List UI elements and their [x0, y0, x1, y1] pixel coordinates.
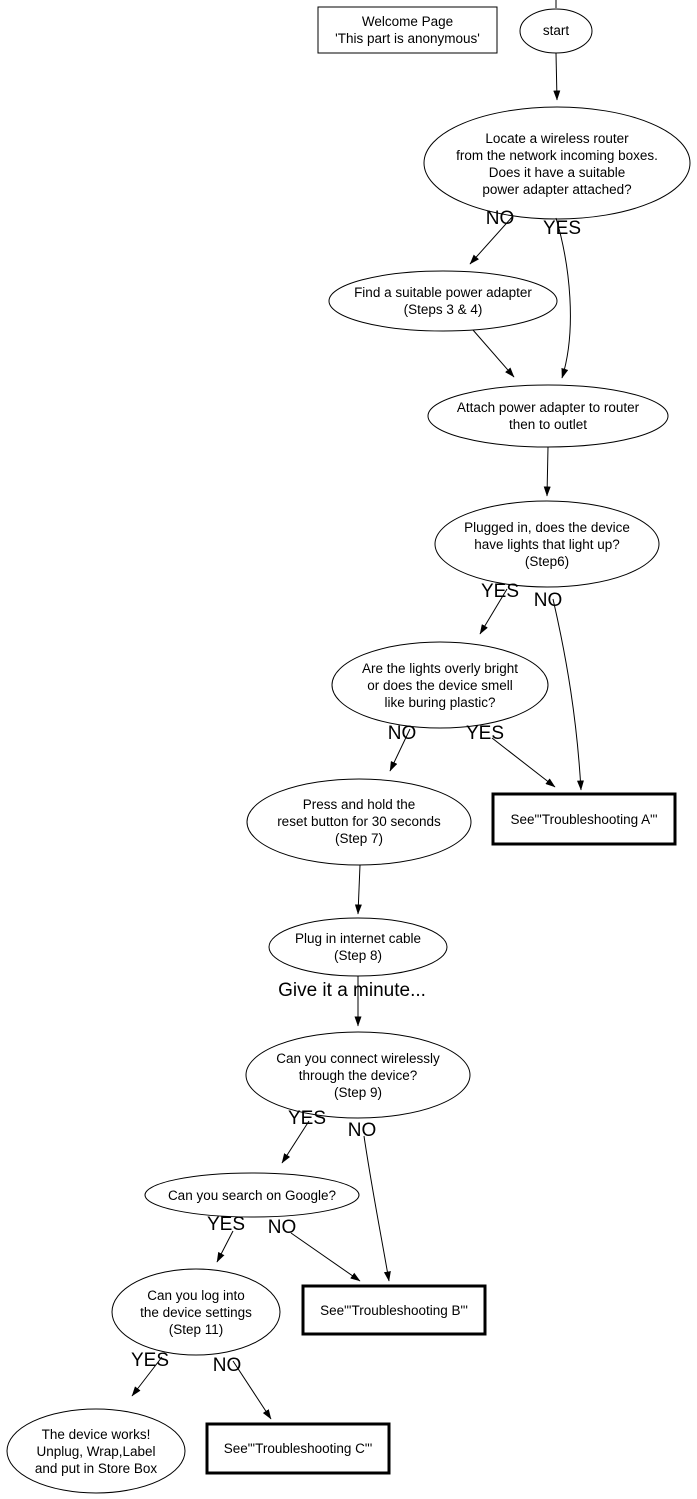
edge-connect-no-to-troubleshooting-b [363, 1135, 391, 1282]
overly-bright-node-shape [331, 641, 549, 729]
edge-label-lights-yes: YES [465, 723, 505, 744]
login-settings-node-shape [111, 1268, 281, 1356]
edge-label-login-yes: YES [130, 1350, 170, 1371]
edge-plugged-no-to-troubleshooting-a [552, 598, 584, 791]
welcome-box-label: Welcome Page 'This part is anonymous' [335, 14, 480, 46]
edge-google-yes-to-login [216, 1230, 234, 1263]
edge-label-connect-no: NO [347, 1120, 377, 1141]
overly-bright-node-label: Are the lights overly bright or does the… [361, 661, 519, 710]
edge-label-google-no: NO [267, 1217, 297, 1238]
connect-wirelessly-node-label: Can you connect wirelessly through the d… [276, 1051, 440, 1100]
troubleshooting-b-box-label: See"'Troubleshooting B"' [320, 1303, 468, 1318]
edge-label-locate-no: NO [485, 208, 515, 229]
login-settings-node-label: Can you log into the device settings (St… [140, 1288, 252, 1337]
plug-cable-node-label: Plug in internet cable (Step 8) [294, 931, 422, 963]
edge-login-no-to-troubleshooting-c [232, 1360, 272, 1420]
edge-label-plugged-yes: YES [480, 581, 520, 602]
search-google-node-label: Can you search on Google? [167, 1188, 337, 1203]
reset-button-node-label: Press and hold the reset button for 30 s… [277, 797, 441, 846]
edge-locate-no-to-find [469, 215, 514, 265]
troubleshooting-a-box-label: See"'Troubleshooting A"' [510, 812, 658, 827]
edge-start-to-locate [553, 52, 561, 101]
device-works-node-shape [6, 1408, 186, 1494]
troubleshooting-b-box-shape [301, 1284, 487, 1336]
edge-label-login-no: NO [212, 1355, 242, 1376]
edge-label-connect-yes: YES [287, 1108, 327, 1129]
edge-lights-no-to-reset [389, 728, 411, 772]
edge-find-to-attach [472, 329, 515, 378]
edge-reset-to-plug-cable [354, 864, 362, 915]
start-node-label: start [542, 23, 570, 38]
edge-lights-yes-to-troubleshooting-a [491, 737, 556, 788]
edge-label-locate-yes: YES [542, 218, 582, 239]
welcome-box-shape [317, 6, 498, 54]
edge-connect-yes-to-google [281, 1120, 310, 1164]
locate-router-node-label: Locate a wireless router from the networ… [456, 131, 658, 197]
troubleshooting-c-box-label: See"'Troubleshooting C"' [223, 1441, 373, 1456]
edge-locate-yes-to-attach [555, 217, 571, 379]
edge-login-yes-to-works [131, 1356, 163, 1397]
find-adapter-node-label: Find a suitable power adapter (Steps 3 &… [354, 285, 532, 317]
lights-up-node-label: Plugged in, does the device have lights … [464, 520, 630, 569]
find-adapter-node-shape [328, 270, 558, 332]
connect-wirelessly-node-shape [245, 1031, 471, 1119]
troubleshooting-c-box-shape [205, 1422, 391, 1475]
attach-adapter-node-label: Attach power adapter to router then to o… [456, 400, 640, 432]
edge-label-google-yes: YES [206, 1214, 246, 1235]
locate-router-node-shape [423, 106, 691, 220]
edge-google-no-to-troubleshooting-b [290, 1232, 361, 1282]
device-works-node-label: The device works! Unplug, Wrap,Label and… [34, 1427, 158, 1476]
reset-button-node-shape [246, 778, 472, 866]
lights-up-node-shape [434, 500, 660, 588]
troubleshooting-a-box-shape [491, 792, 677, 846]
edge-attach-to-plugged [543, 446, 551, 497]
edge-label-give-it-a-minute: Give it a minute... [278, 980, 426, 1001]
edge-label-lights-no: NO [387, 723, 417, 744]
search-google-node-shape [144, 1172, 360, 1218]
edge-plugged-yes-to-lights [479, 588, 508, 635]
edge-label-plugged-no: NO [533, 590, 563, 611]
